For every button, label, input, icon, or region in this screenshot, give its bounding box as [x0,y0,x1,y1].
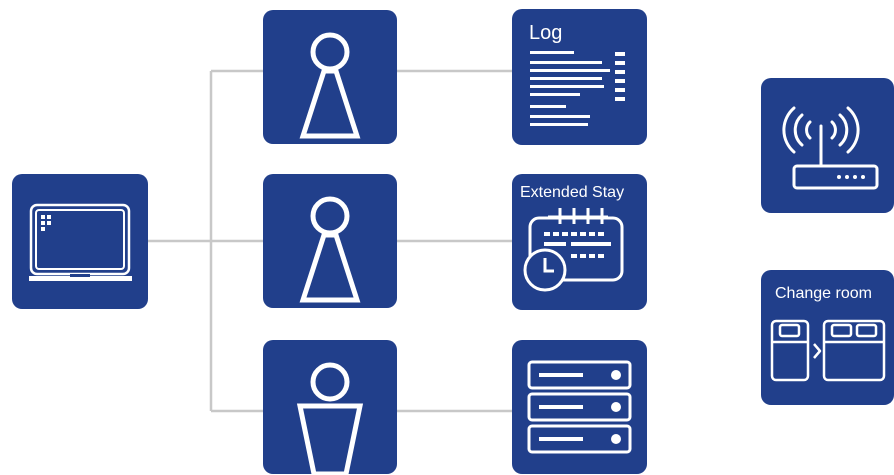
change-room-tile: Change room [761,270,894,405]
server-stack-icon [527,360,632,454]
person-icon [299,196,361,303]
log-tile: Log [512,9,647,145]
extended-stay-tile: Extended Stay [512,174,647,310]
person-tile-bottom [263,340,397,474]
change-room-label: Change room [775,285,872,302]
extended-stay-label: Extended Stay [520,184,625,201]
log-document-icon [530,51,625,126]
beds-transfer-icon [770,319,886,382]
person-icon [296,362,364,474]
calendar-clock-icon [523,208,624,292]
person-tile-middle [263,174,397,308]
laptop-icon [29,203,132,281]
laptop-tile [12,174,148,309]
server-stack-tile [512,340,647,474]
wifi-router-icon [782,106,879,190]
person-icon [299,32,361,139]
wifi-router-tile [761,78,894,213]
log-label: Log [529,22,563,44]
person-tile-top [263,10,397,144]
